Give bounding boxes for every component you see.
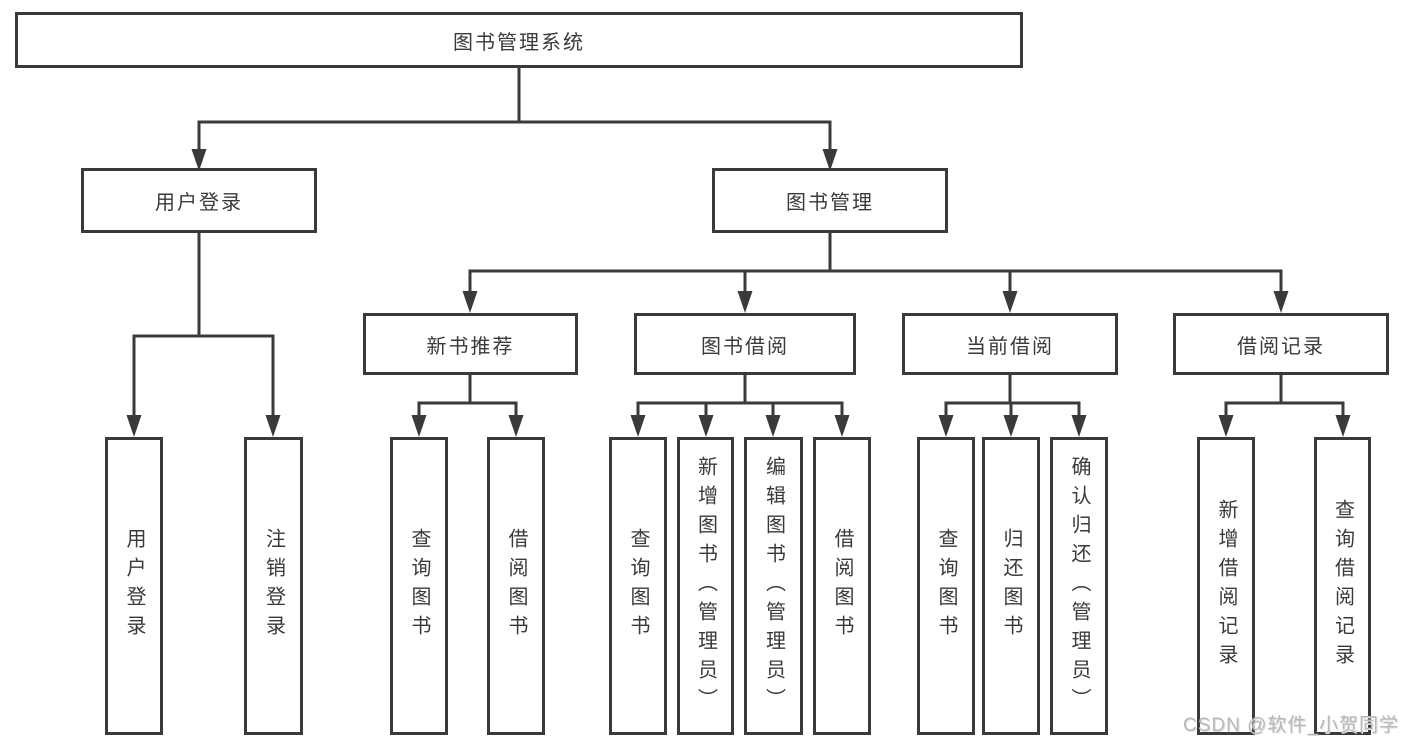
csdn-watermark: CSDN @软件_小贺同学 [1183, 715, 1399, 736]
node-user-login: 用户登录 [81, 168, 317, 233]
node-library-management-system: 图书管理系统 [15, 12, 1023, 68]
leaf-user-login: 用户登录 [105, 437, 163, 735]
node-new-book-recommend: 新书推荐 [363, 313, 578, 375]
leaf-query-borrow-record: 查询借阅记录 [1314, 437, 1371, 735]
node-book-management: 图书管理 [712, 168, 948, 233]
connector-arrows [126, 149, 1351, 437]
node-borrowing-records: 借阅记录 [1173, 313, 1389, 375]
leaf-query-books-borrowing: 查询图书 [609, 437, 667, 735]
leaf-return-books: 归还图书 [982, 437, 1040, 735]
leaf-confirm-return-admin: 确认归还（管理员） [1050, 437, 1108, 735]
leaf-borrow-books: 借阅图书 [813, 437, 871, 735]
leaf-logout: 注销登录 [244, 437, 303, 735]
leaf-query-books-current: 查询图书 [917, 437, 975, 735]
leaf-query-books-recommend: 查询图书 [390, 437, 448, 735]
leaf-add-books-admin: 新增图书（管理员） [677, 437, 734, 735]
node-current-borrowing: 当前借阅 [902, 313, 1118, 375]
leaf-add-borrow-record: 新增借阅记录 [1197, 437, 1255, 735]
leaf-borrow-books-recommend: 借阅图书 [487, 437, 545, 735]
node-book-borrowing: 图书借阅 [634, 313, 856, 375]
leaf-edit-books-admin: 编辑图书（管理员） [744, 437, 803, 735]
